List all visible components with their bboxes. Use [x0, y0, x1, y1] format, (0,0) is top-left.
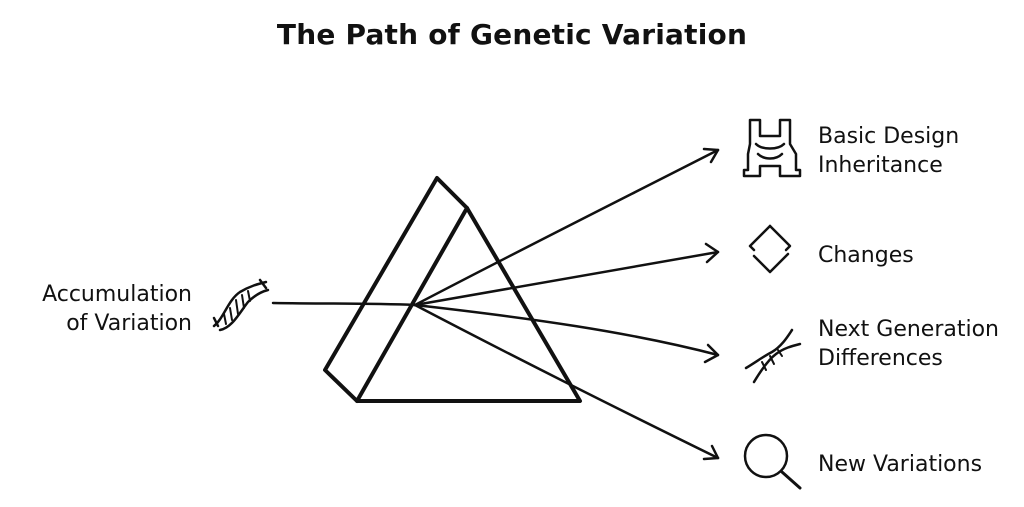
diagram-title: The Path of Genetic Variation: [276, 18, 748, 51]
ray-basic-design: [413, 148, 720, 307]
ray-new-variations: [413, 303, 720, 460]
output-label-changes: Changes: [818, 241, 914, 270]
output-label-line: Differences: [818, 346, 943, 371]
output-label-next-generation: Next Generation Differences: [818, 315, 1024, 373]
input-beam: [271, 301, 417, 307]
body-armor-icon: [742, 118, 802, 178]
output-rays: [413, 147, 720, 461]
prism: [323, 176, 582, 403]
output-label-line: Basic Design: [818, 124, 960, 149]
input-label: Accumulation of Variation: [20, 280, 192, 338]
magnifier-icon: [743, 433, 802, 490]
ray-next-generation: [413, 303, 720, 357]
dna-icon: [212, 278, 270, 332]
output-label-line: New Variations: [818, 452, 983, 477]
output-label-line: Next: [818, 317, 870, 342]
input-label-line2: of Variation: [66, 311, 192, 336]
output-label-new-variations: New Variations: [818, 450, 982, 479]
diamond-icon: [748, 224, 792, 274]
output-label-line: Changes: [818, 243, 914, 268]
output-label-line: Inheritance: [818, 153, 943, 178]
dna-icon: [744, 328, 802, 384]
output-label-line: Generation: [876, 317, 999, 342]
output-label-basic-design: Basic Design Inheritance: [818, 122, 1024, 180]
ray-changes: [413, 250, 720, 307]
input-label-line1: Accumulation: [42, 282, 192, 307]
